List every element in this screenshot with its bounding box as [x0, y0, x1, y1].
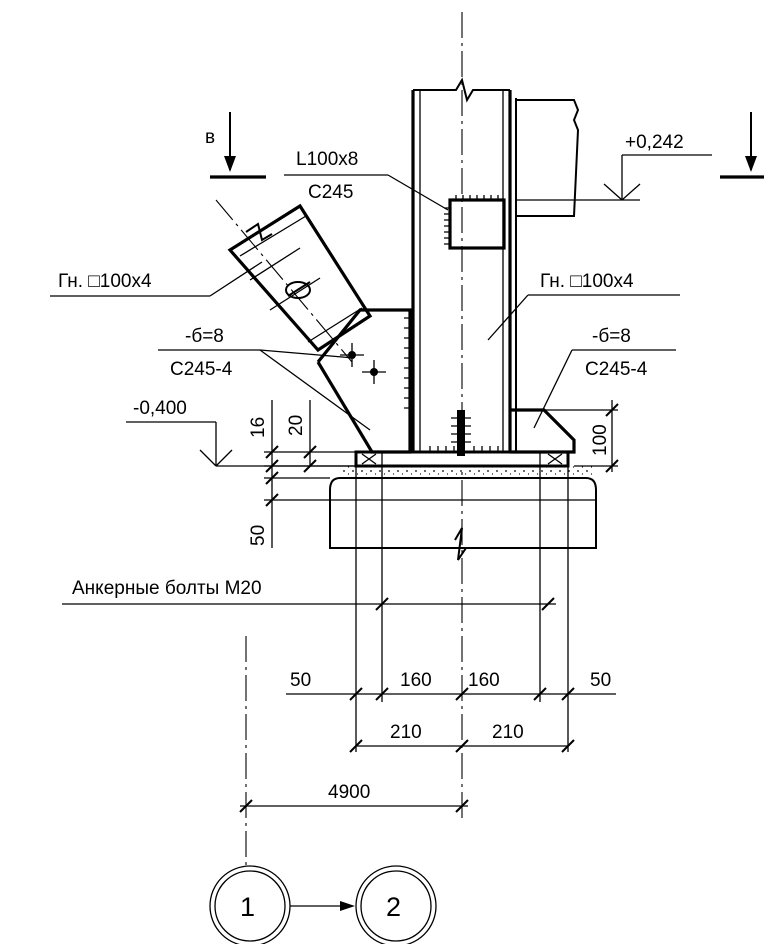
- elevation-top-label: +0,242: [625, 132, 684, 153]
- left-gusset: [316, 308, 414, 454]
- dim-100: 100: [590, 424, 611, 456]
- axis-markers: [209, 865, 437, 944]
- plate-left-label: -б=8: [185, 326, 224, 347]
- dim-4900: 4900: [328, 782, 370, 803]
- tube-left-label: Гн. □100х4: [58, 271, 152, 292]
- dim-16: 16: [248, 417, 269, 438]
- elevation-bottom-marker: [126, 421, 356, 467]
- anchor-bolts-label: Анкерные болты М20: [72, 578, 262, 599]
- dim-20: 20: [286, 415, 307, 436]
- tube-right-label: Гн. □100х4: [540, 271, 634, 292]
- elevation-top-marker: [516, 154, 712, 201]
- vertical-dimension-right: [544, 400, 619, 473]
- plate-left-leader: [158, 349, 371, 431]
- axis-2-label: 2: [386, 892, 401, 922]
- section-mark-label: в: [205, 127, 215, 148]
- anchor-bolts-dimension: [62, 597, 556, 611]
- plate-right-label: -б=8: [592, 326, 631, 347]
- foundation: [329, 466, 597, 561]
- dimension-row-1: [286, 687, 616, 701]
- dim-50-right: 50: [590, 670, 611, 691]
- elevation-bottom-label: -0,400: [133, 398, 187, 419]
- tube-right-leader: [487, 294, 680, 341]
- angle-steel-label: C245: [308, 182, 353, 203]
- dim-160-right: 160: [468, 670, 500, 691]
- diagonal-tube: [215, 199, 373, 363]
- vertical-dimensions-left: [264, 400, 356, 548]
- dim-50-left: 50: [290, 670, 311, 691]
- dimension-row-2: [349, 739, 575, 753]
- section-marks: [210, 112, 764, 179]
- axis-1-label: 1: [240, 892, 255, 922]
- plate-right-leader: [533, 349, 676, 429]
- dim-50-vertical: 50: [248, 525, 269, 546]
- plate-left-steel-label: С245-4: [170, 359, 233, 380]
- dim-210-left: 210: [390, 722, 422, 743]
- angle-leader: [284, 174, 449, 211]
- dimension-row-3: [239, 799, 469, 813]
- angle-l100: [444, 195, 506, 250]
- extension-lines: [245, 452, 569, 870]
- dim-160-left: 160: [400, 670, 432, 691]
- right-gusset: [510, 408, 576, 454]
- plate-right-steel-label: С245-4: [585, 359, 648, 380]
- tube-left-leader: [50, 261, 263, 297]
- base-plate: [354, 410, 570, 468]
- dim-210-right: 210: [492, 722, 524, 743]
- insulation-panel: [515, 98, 580, 452]
- angle-profile-label: L100x8: [296, 149, 358, 170]
